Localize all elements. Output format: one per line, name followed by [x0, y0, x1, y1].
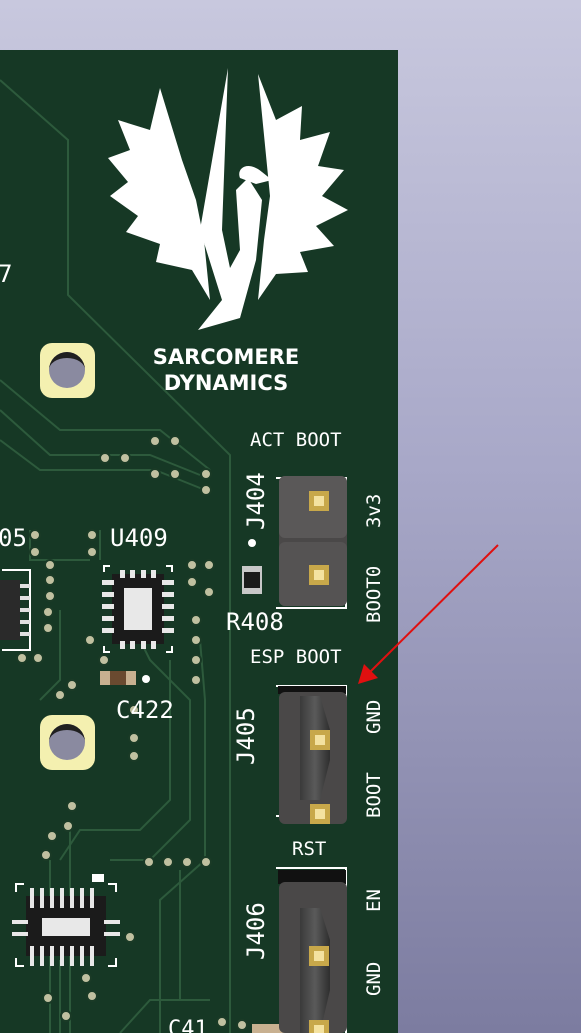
u409-chip: [102, 565, 174, 653]
logo-line-2: DYNAMICS: [164, 371, 289, 395]
j405-header: [276, 685, 347, 824]
c422-capacitor: [100, 671, 150, 685]
mounting-hole-bottom: [40, 715, 95, 770]
annotation-arrow-icon: [358, 544, 499, 684]
j405-pin-2: [310, 804, 330, 824]
phoenix-logo-icon: [108, 68, 348, 330]
esp-boot-label: ESP BOOT: [250, 646, 342, 668]
u409-label: U409: [110, 524, 168, 552]
j404-pin-boot0: BOOT0: [363, 566, 385, 623]
logo-line-1: SARCOMERE: [153, 345, 300, 369]
ref-fragment-05: 05: [0, 524, 27, 552]
j406-pin-2: [309, 1020, 329, 1033]
r408-resistor: [242, 539, 262, 594]
ref-fragment-7: 7: [0, 260, 12, 288]
rst-label: RST: [292, 838, 326, 860]
j404-pin-1: [309, 491, 329, 511]
mounting-hole-top: [40, 343, 95, 398]
c41-capacitor: [252, 1024, 290, 1033]
act-boot-label: ACT BOOT: [250, 429, 342, 451]
j405-pin-boot: BOOT: [363, 772, 385, 818]
j404-label: J404: [242, 472, 270, 530]
qfn-chip-bottom: [12, 874, 120, 967]
vias: [16, 435, 248, 1031]
c422-label: C422: [116, 696, 174, 724]
j404-pin-2: [309, 565, 329, 585]
j406-pin-1: [309, 946, 329, 966]
j406-pin-gnd: GND: [363, 962, 385, 996]
j406-pin-en: EN: [363, 889, 385, 912]
j404-header: [276, 476, 347, 609]
j406-label: J406: [242, 902, 270, 960]
j404-pin-3v3: 3v3: [363, 494, 385, 528]
qfn-chip-left: [0, 569, 31, 651]
j405-pin-1: [310, 730, 330, 750]
j406-header: [276, 867, 347, 1033]
j405-label: J405: [232, 707, 260, 765]
c41-label: C41: [168, 1017, 208, 1033]
j405-pin-gnd: GND: [363, 700, 385, 734]
r408-label: R408: [226, 608, 284, 636]
